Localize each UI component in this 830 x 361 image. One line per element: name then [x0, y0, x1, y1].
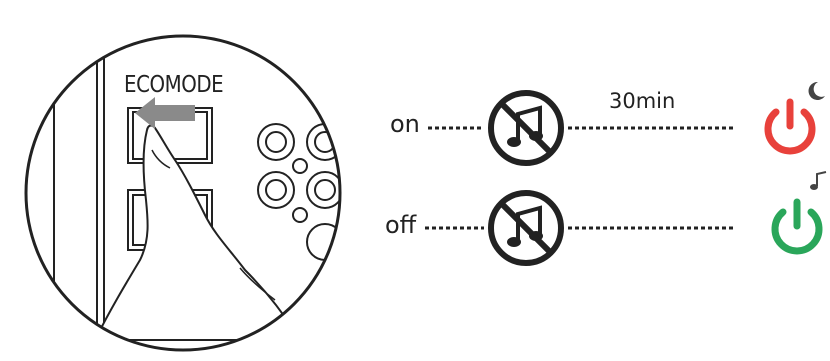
- connector-lines: [425, 126, 735, 230]
- music-note-icon: [810, 171, 827, 190]
- ecomode-switch-label: ECOMODE: [124, 72, 224, 98]
- power-music-icon: [771, 198, 823, 255]
- mode-off-label: off: [385, 211, 417, 239]
- power-sleep-icon: [764, 98, 816, 155]
- timer-label: 30min: [609, 89, 676, 113]
- mode-on-label: on: [390, 110, 420, 138]
- no-music-icon: [488, 190, 564, 266]
- magnifier-circle: [24, 34, 342, 352]
- hand-pointer-icon: [93, 124, 302, 341]
- no-music-icon: [488, 90, 564, 166]
- moon-icon: [808, 81, 825, 100]
- arrow-left-icon: [135, 97, 195, 129]
